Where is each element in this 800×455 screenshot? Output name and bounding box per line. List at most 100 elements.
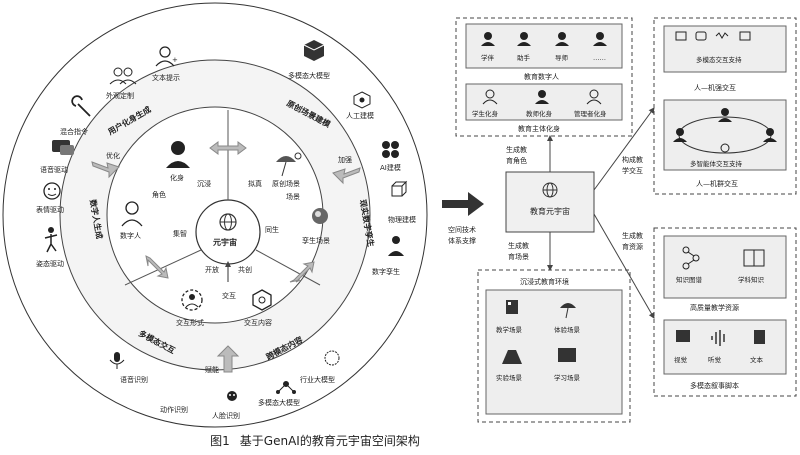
device-icons (675, 31, 751, 41)
connector-label: 育角色 (506, 156, 527, 165)
role-item: 导师 (555, 53, 569, 62)
interaction-item: 多模态交互支持 (696, 55, 742, 64)
study-icon (558, 348, 576, 362)
sound-wave-icon (711, 330, 725, 346)
object-icon (391, 180, 408, 197)
outer-label: 语音驱动 (40, 165, 68, 174)
person-icon (535, 90, 549, 104)
scene-box (477, 269, 631, 423)
panel-title: 沉浸式教育环境 (520, 277, 569, 286)
flow-arrow (332, 167, 361, 185)
ring-word: 交互 (222, 291, 236, 300)
outer-label: 混合指令 (60, 127, 88, 136)
speech-bubble-icon (52, 140, 74, 155)
people-icon (720, 143, 730, 153)
person-icon (673, 128, 687, 142)
globe-icon (219, 213, 237, 231)
resource-item: 学科知识 (738, 275, 765, 284)
connector-label: 生成教 (506, 145, 527, 154)
role-item: 教师化身 (526, 109, 553, 118)
teacher-icon (517, 32, 531, 46)
role-item: 学生化身 (472, 109, 499, 118)
arrow-word: 加强 (338, 155, 352, 164)
connector-label: 育资源 (622, 242, 643, 251)
outer-label: 文本提示 (152, 73, 180, 82)
book-icon (743, 249, 765, 267)
wrench-icon (71, 95, 91, 117)
tools-icon (353, 91, 371, 109)
figure-caption: 图1 基于GenAI的教育元宇宙空间架构 (0, 432, 640, 449)
classroom-icon (506, 300, 518, 314)
connector (593, 107, 655, 191)
panel-title: 人—机群交互 (696, 179, 738, 188)
flow-arrow (216, 345, 240, 373)
center-core (195, 199, 261, 265)
scene-item: 体验场景 (554, 325, 581, 334)
main-flow-arrow (442, 192, 484, 216)
people-icon (586, 89, 602, 105)
outer-label: 动作识别 (160, 405, 188, 414)
interaction-content-icon (252, 289, 272, 311)
panel-title: 人—机强交互 (694, 83, 736, 92)
arrow-word: 优化 (106, 151, 120, 160)
outer-label: 外观定制 (106, 91, 134, 100)
inner-label: 交互内容 (244, 318, 272, 327)
people-icon (482, 89, 498, 105)
network-icon (276, 381, 296, 394)
cube-icon (303, 40, 325, 61)
globe-icon (542, 182, 558, 198)
role-item: 学伴 (481, 53, 495, 62)
left-circle-diagram: 元宇宙 沉浸 拟真 角色 集智 同生 开放 共创 交互 化身 数字人 原创场景 … (2, 2, 428, 428)
connector-label: 生成教 (508, 241, 529, 250)
inner-label: 原创场景 (272, 179, 300, 188)
ring-word: 集智 (173, 229, 187, 238)
resource-item: 知识图谱 (676, 275, 703, 284)
lab-icon (502, 350, 522, 364)
role-item: 助手 (517, 53, 531, 62)
figure-title: 基于GenAI的教育元宇宙空间架构 (239, 434, 420, 448)
connector (593, 213, 655, 319)
ring-word: 同生 (265, 225, 279, 234)
interaction-form-icon (181, 289, 203, 311)
image-icon (676, 330, 690, 342)
side-label: 空间技术 (448, 225, 476, 234)
ring-word: 角色 (152, 190, 166, 199)
figure-number: 图1 (210, 434, 230, 448)
person-icon (763, 128, 777, 142)
divider (255, 249, 321, 286)
student-icon (388, 236, 404, 256)
outer-label: 行业大模型 (300, 375, 335, 384)
outer-label: 人工建模 (346, 111, 374, 120)
double-arrow (145, 255, 169, 279)
inner-label: 化身 (170, 173, 184, 182)
people-icon (109, 67, 137, 85)
umbrella-icon (560, 303, 576, 319)
outer-label: 物理建模 (388, 215, 416, 224)
panel-title: 教育主体化身 (518, 124, 560, 133)
avatar-icon (166, 141, 190, 168)
text-prompt-icon: + (155, 46, 178, 67)
teacher-icon (555, 32, 569, 46)
ring-word: 沉浸 (197, 179, 211, 188)
outer-label: 姿态驱动 (36, 259, 64, 268)
role-item: 管理者化身 (574, 109, 607, 118)
panel-title: 教育数字人 (524, 72, 559, 81)
outer-label: 多模态大模型 (258, 398, 300, 407)
earth-icon (312, 208, 328, 224)
teacher-icon (593, 32, 607, 46)
connector-label: 育场景 (508, 252, 529, 261)
outer-label: 表情驱动 (36, 205, 64, 214)
resource-item: 听觉 (708, 355, 722, 364)
document-icon (754, 330, 765, 344)
inner-label: 数字人 (120, 231, 141, 240)
interaction-item: 多智能体交互支持 (690, 159, 743, 168)
resource-item: 文本 (750, 355, 764, 364)
outer-label: AI建模 (380, 163, 401, 172)
digital-human-icon (121, 201, 143, 227)
person-icon (718, 108, 732, 122)
divider (124, 249, 202, 286)
scene-item: 学习场景 (554, 373, 581, 382)
microphone-icon (109, 352, 125, 369)
outer-label: 人脸识别 (212, 411, 240, 420)
